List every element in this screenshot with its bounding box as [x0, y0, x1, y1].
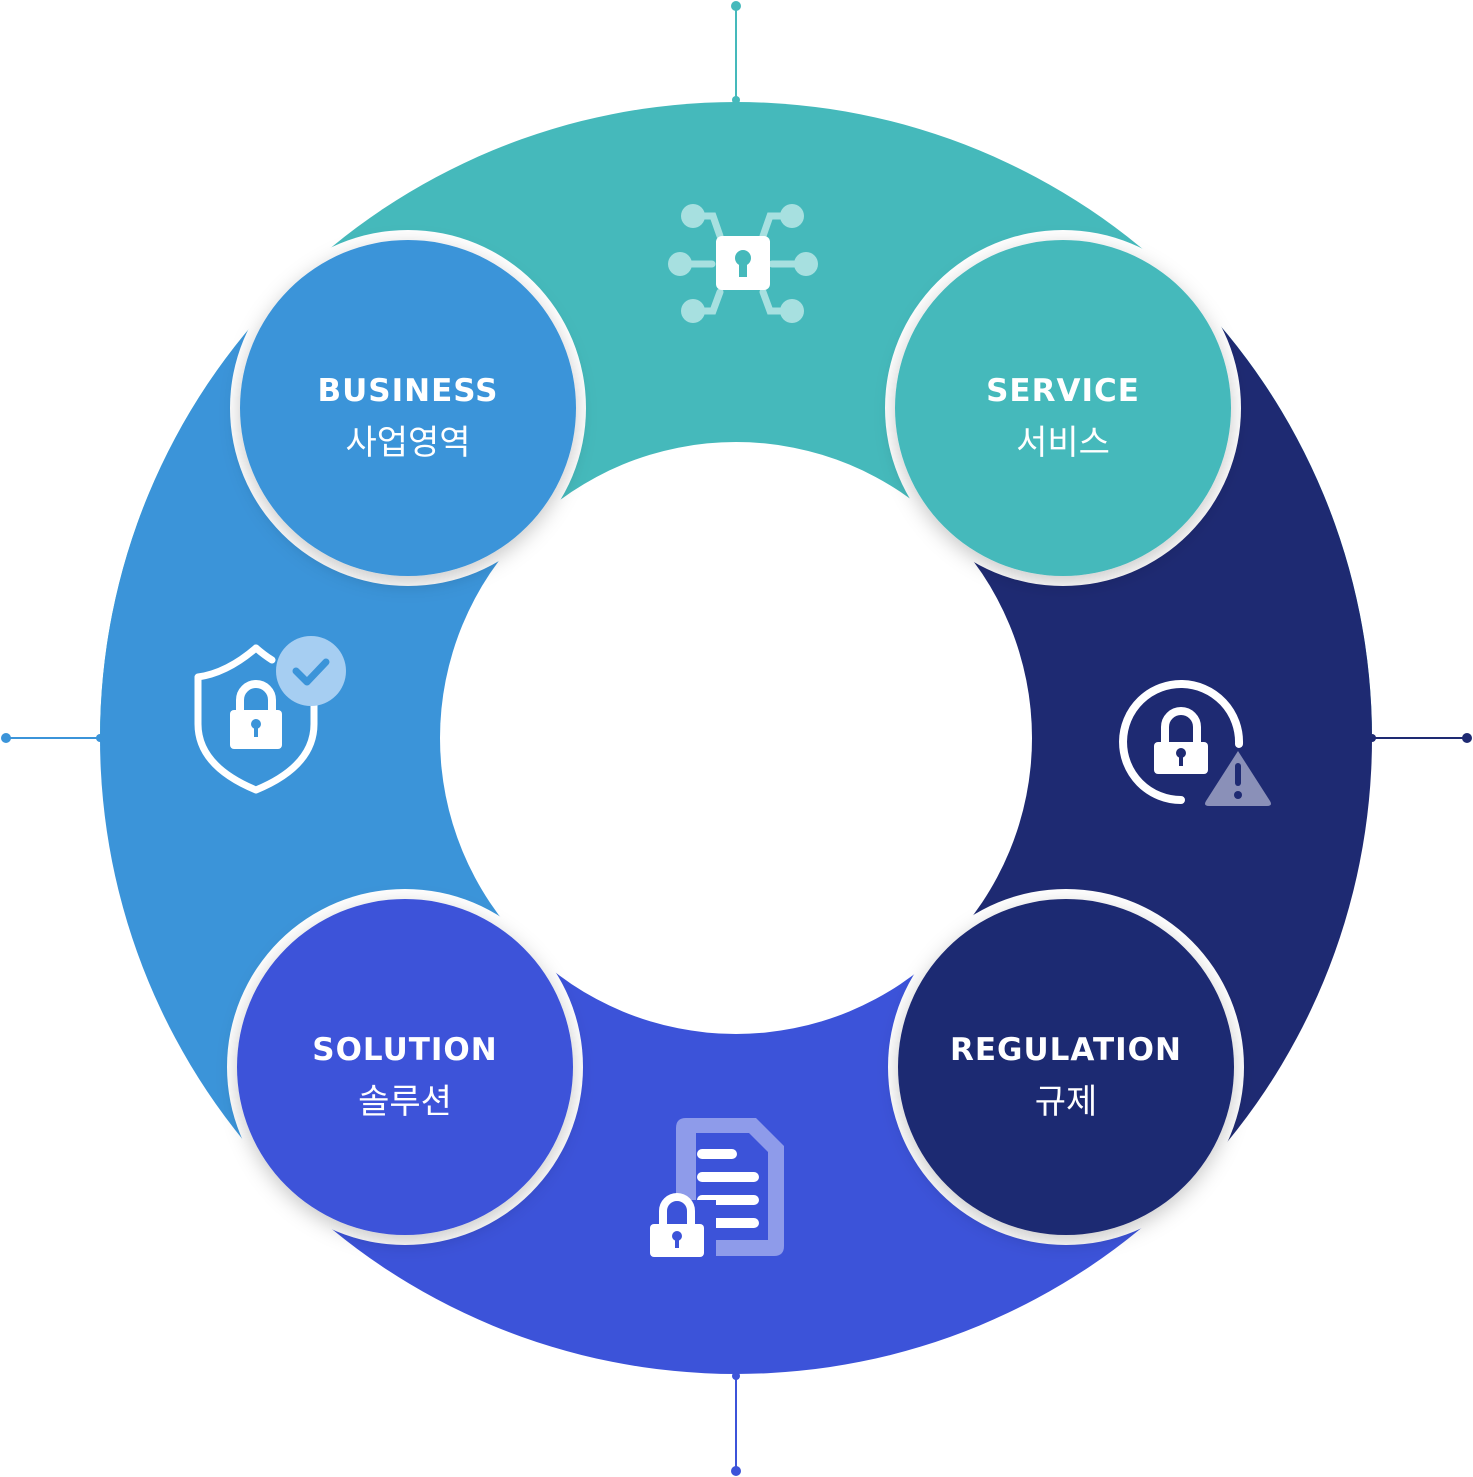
locked-document-icon — [640, 1118, 784, 1264]
service-title: SERVICE — [986, 373, 1140, 409]
network-lock-icon — [668, 204, 818, 323]
node-solution-label: SOLUTION 솔루션 — [235, 1032, 575, 1124]
business-subtitle: 사업영역 — [345, 423, 471, 463]
node-regulation-label: REGULATION 규제 — [896, 1032, 1236, 1124]
lock-warning-icon — [1119, 680, 1271, 806]
node-service — [885, 230, 1241, 586]
regulation-subtitle: 규제 — [1034, 1082, 1098, 1122]
node-business — [230, 230, 586, 586]
node-service-label: SERVICE 서비스 — [893, 373, 1233, 465]
business-title: BUSINESS — [317, 373, 499, 409]
node-solution — [227, 889, 583, 1245]
shield-lock-check-icon — [194, 636, 346, 794]
node-regulation — [888, 889, 1244, 1245]
node-business-label: BUSINESS 사업영역 — [238, 373, 578, 465]
regulation-title: REGULATION — [950, 1032, 1182, 1068]
center-hole — [440, 442, 1032, 1034]
solution-subtitle: 솔루션 — [358, 1082, 452, 1122]
solution-title: SOLUTION — [312, 1032, 498, 1068]
service-subtitle: 서비스 — [1016, 423, 1110, 463]
